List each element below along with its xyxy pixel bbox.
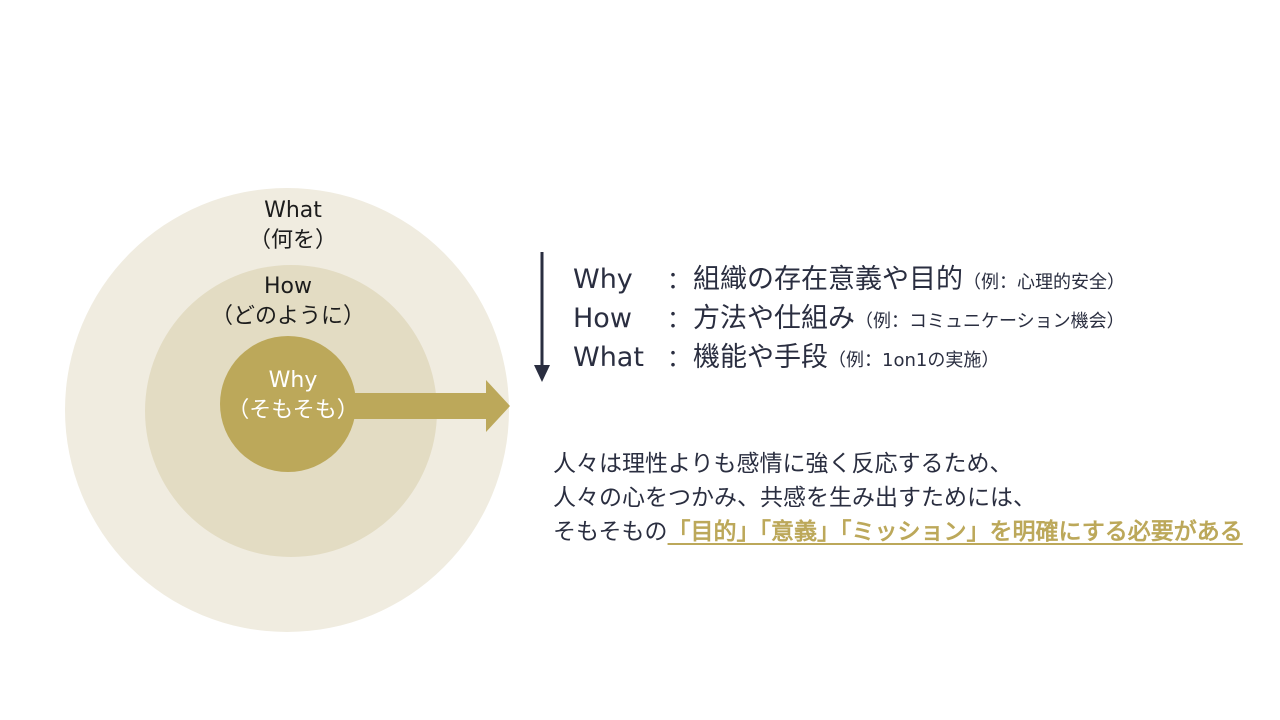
what-label-en: What	[264, 198, 322, 223]
order-down-arrow	[534, 252, 550, 382]
row-main-what: 機能や手段	[693, 342, 828, 373]
row-key-what: What	[573, 342, 644, 373]
how-label-ja: （どのように）	[210, 304, 365, 329]
para-highlight-text: 「目的」「意義」「ミッション」を明確にする必要がある	[667, 519, 1243, 545]
row-colon: ：	[667, 266, 691, 294]
row-note-why: （例：心理的安全）	[963, 272, 1125, 293]
list-row-why: Why ：組織の存在意義や目的（例：心理的安全）	[573, 260, 1125, 300]
row-note-how: （例：コミュニケーション機会）	[855, 311, 1125, 332]
why-arrow	[350, 380, 510, 432]
why-inner-circle	[220, 336, 356, 472]
para-line-2: 人々の心をつかみ、共感を生み出すためには、	[553, 485, 1036, 511]
para-line-3: そもそもの「目的」「意義」「ミッション」を明確にする必要がある	[553, 515, 1243, 549]
para-line-1: 人々は理性よりも感情に強く反応するため、	[553, 451, 1013, 477]
list-row-how: How ：方法や仕組み（例：コミュニケーション機会）	[573, 299, 1125, 339]
para-line-3-prefix: そもそもの	[553, 519, 668, 545]
how-label-en: How	[264, 274, 312, 299]
why-label-ja: （そもそも）	[227, 398, 359, 423]
row-main-why: 組織の存在意義や目的	[693, 264, 963, 295]
row-key-why: Why	[573, 264, 633, 295]
row-main-how: 方法や仕組み	[693, 303, 855, 334]
how-circle-label: How （どのように）	[188, 272, 388, 332]
why-label-en: Why	[268, 368, 318, 393]
what-label-ja: （何を）	[248, 228, 337, 253]
what-circle-label: What （何を）	[193, 196, 393, 256]
row-note-what: （例：1on1の実施）	[828, 350, 1000, 371]
why-circle-label: Why （そもそも）	[193, 366, 393, 426]
row-colon: ：	[667, 344, 691, 372]
conclusion-paragraph: 人々は理性よりも感情に強く反応するため、 人々の心をつかみ、共感を生み出すために…	[553, 447, 1243, 549]
row-key-how: How	[573, 303, 632, 334]
list-row-what: What ：機能や手段（例：1on1の実施）	[573, 338, 999, 378]
row-colon: ：	[667, 305, 691, 333]
why-arrow-shape	[350, 380, 510, 432]
